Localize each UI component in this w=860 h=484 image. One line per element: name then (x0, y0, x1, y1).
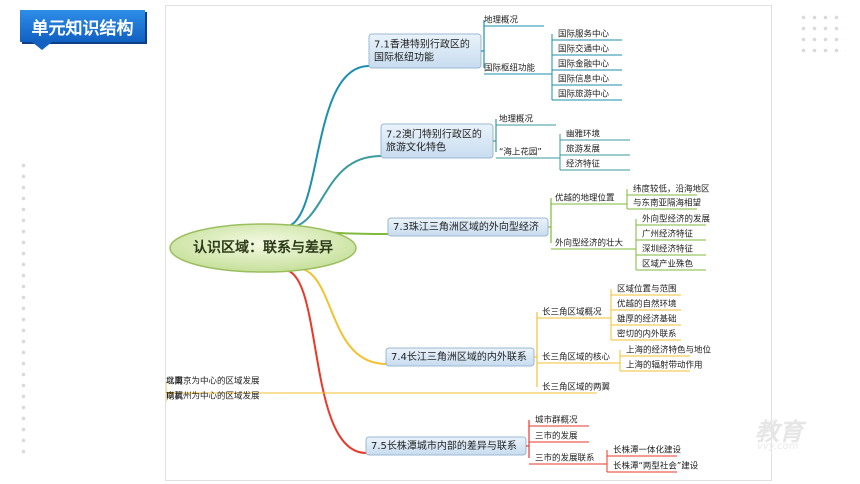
leaf-label: 外向型经济的发展 (642, 214, 711, 225)
subtopic-label: “海上花园” (499, 147, 542, 158)
leaf-label: 深圳经济特征 (642, 244, 694, 255)
leaf-label: 以杭州为中心的区域发展 (166, 391, 260, 402)
leaf-label: 以南京为中心的区域发展 (166, 376, 260, 387)
subtopic-label: 三市的发展联系 (535, 453, 595, 464)
leaf-label: 雄厚的经济基础 (617, 314, 677, 325)
topic-label-2: 7.2澳门特别行政区的 (386, 128, 482, 141)
leaf-wing-label: 南翼 (166, 391, 184, 402)
leaf-label: 旅游发展 (566, 144, 601, 155)
topic-label-3: 7.3珠江三角洲区域的外向型经济 (393, 220, 539, 233)
topic-label-5: 7.5长株潭城市内部的差异与联系 (371, 439, 517, 452)
leaf-label: 纬度较低，沿海地区 (633, 184, 710, 195)
topic-label-2: 旅游文化特色 (386, 141, 446, 154)
subtopic-label: 地理概况 (499, 114, 534, 125)
subtopic-label: 长三角区域概况 (542, 307, 602, 318)
subtopic-label: 城市群概况 (535, 415, 578, 426)
leaf-label: 与东南亚隔海相望 (633, 198, 702, 209)
leaf-label: 国际交通中心 (558, 44, 610, 55)
subtopic-label: 国际枢纽功能 (484, 63, 536, 74)
mindmap-svg: 认识区域：联系与差异7.1香港特别行政区的国际枢纽功能地理概况国际枢纽功能国际服… (166, 15, 712, 473)
watermark-text: 教育 (755, 418, 803, 446)
badge-tail-decoration (32, 42, 52, 50)
topic-label-1: 7.1香港特别行政区的 (374, 38, 470, 51)
leaf-label: 国际服务中心 (558, 29, 610, 40)
dot-pattern-decoration-left (18, 160, 30, 460)
leaf-label: 长株潭一体化建设 (613, 445, 682, 456)
leaf-label: 区域位置与范围 (617, 284, 677, 295)
leaf-wing-label: 北翼 (166, 377, 184, 387)
leaf-label: 密切的内外联系 (617, 329, 677, 340)
root-node (169, 223, 357, 273)
leaf-label: 广州经济特征 (642, 229, 694, 240)
leaf-label: 幽雅环境 (566, 129, 601, 140)
root-node-label: 认识区域：联系与差异 (193, 239, 333, 256)
subtopic-label: 外向型经济的壮大 (555, 238, 624, 249)
connector-branch-4 (295, 267, 387, 365)
connector-branch-5 (283, 269, 367, 454)
subtopic-label: 长三角区域的核心 (542, 352, 611, 363)
connector-branch-1 (283, 65, 370, 228)
leaf-label: 上海的辐射带动作用 (626, 360, 703, 371)
leaf-label: 区域产业殊色 (642, 259, 694, 270)
dot-pattern-decoration (798, 12, 846, 52)
leaf-label: 上海的经济特色与地位 (626, 345, 712, 356)
leaf-label: 长株潭“两型社会”建设 (613, 461, 699, 472)
leaf-label: 国际旅游中心 (558, 89, 610, 100)
leaf-label: 国际信息中心 (558, 74, 610, 85)
leaf-label: 国际金融中心 (558, 59, 610, 70)
watermark-url: vvy.com (757, 441, 799, 452)
leaf-label: 经济特征 (566, 159, 601, 170)
section-title-badge: 单元知识结构 (20, 10, 145, 42)
subtopic-label: 三市的发展 (535, 431, 578, 442)
leaf-label: 优越的自然环境 (617, 299, 677, 310)
connector-branch-2 (285, 155, 382, 229)
topic-label-1: 国际枢纽功能 (374, 51, 434, 64)
subtopic-label: 优越的地理位置 (555, 193, 615, 204)
subtopic-label: 长三角区域的两翼 (542, 382, 611, 393)
subtopic-label: 地理概况 (484, 15, 519, 26)
topic-label-4: 7.4长江三角洲区域的内外联系 (391, 350, 527, 363)
